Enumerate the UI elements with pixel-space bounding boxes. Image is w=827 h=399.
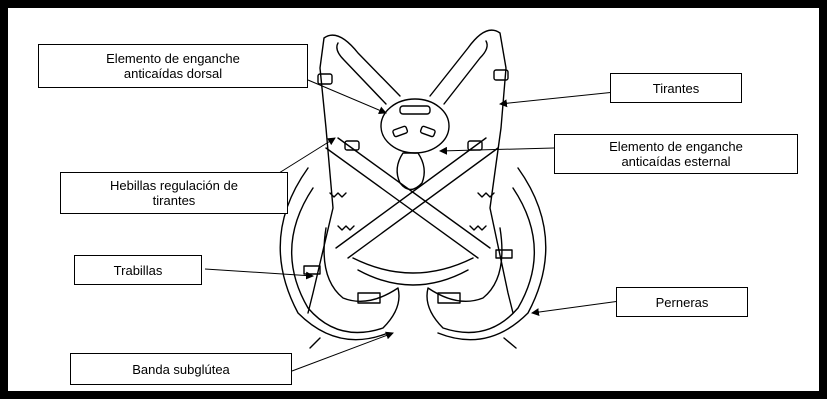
leader-tirantes	[500, 91, 625, 104]
diagram-frame: Elemento de enganche anticaídas dorsal T…	[8, 8, 819, 391]
chest-strap-left	[326, 148, 478, 258]
label-trabillas: Trabillas	[74, 255, 202, 285]
left-leg-loop	[292, 188, 399, 333]
right-shoulder-strap	[430, 30, 513, 313]
right-leg-loop	[427, 188, 534, 333]
label-dorsal-anchor: Elemento de enganche anticaídas dorsal	[38, 44, 308, 88]
label-tirantes: Tirantes	[610, 73, 742, 103]
leader-dorsal	[308, 80, 386, 113]
carabiner	[397, 153, 424, 190]
dorsal-plate	[381, 99, 449, 153]
label-perneras: Perneras	[616, 287, 748, 317]
label-sternal-anchor: Elemento de enganche anticaídas esternal	[554, 134, 798, 174]
label-hebillas: Hebillas regulación de tirantes	[60, 172, 288, 214]
leader-trabillas	[205, 269, 313, 276]
label-subglutea: Banda subglútea	[70, 353, 292, 385]
subgluteal-band	[353, 258, 473, 273]
left-shoulder-strap	[308, 35, 400, 313]
leader-perneras	[532, 301, 620, 313]
